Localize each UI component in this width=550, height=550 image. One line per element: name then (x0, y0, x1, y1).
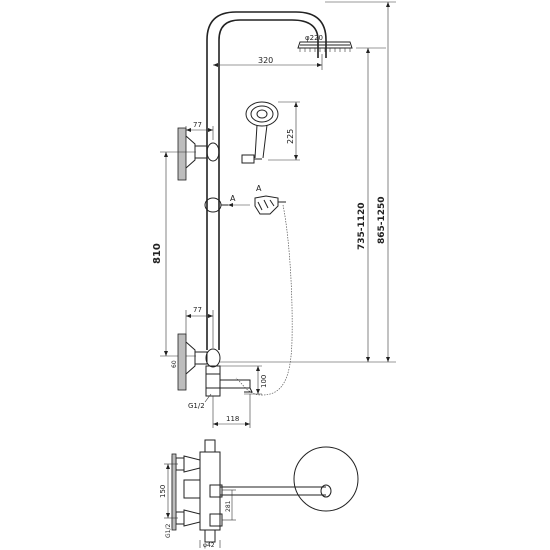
holder-detail (254, 195, 286, 215)
spout-drop-label: 100 (260, 375, 268, 388)
inlet-thread-leader (204, 393, 212, 403)
slide-bar-slider (204, 197, 250, 213)
inlet-thread-label: G1/2 (188, 402, 205, 410)
range-dimension-lines (220, 1, 396, 363)
spout-length-dimension (212, 394, 251, 428)
bracket-spacing-label: 810 (152, 243, 163, 264)
pipe-diameter-label: φ42 (203, 542, 215, 549)
shower-hose (235, 204, 293, 396)
plan-depth-dimension (222, 489, 236, 521)
upper-wall-offset-dimension (185, 126, 214, 140)
arrow-a-label: A (230, 194, 236, 203)
wall-depth-label: 60 (171, 360, 178, 368)
plan-depth-label: 281 (225, 500, 232, 512)
plan-view-mixer (171, 439, 359, 543)
hand-shower (241, 101, 279, 164)
arm-reach-dimension (213, 54, 323, 70)
adjust-range-label: 735-1120 (357, 202, 367, 250)
lower-wall-mount (177, 333, 253, 397)
head-diameter-label: φ220 (305, 34, 323, 42)
plan-side-label: 150 (159, 485, 167, 498)
arm-reach-label: 320 (258, 56, 273, 65)
lower-wall-offset-label: 77 (193, 306, 202, 314)
lower-wall-offset-dimension (185, 310, 214, 348)
bracket-spacing-dimension (160, 151, 196, 357)
handshower-height-dimension (268, 101, 300, 161)
handshower-height-label: 225 (286, 129, 295, 144)
plan-side-dimension (164, 463, 178, 519)
spout-drop-dimension (220, 365, 262, 395)
spout-length-label: 118 (226, 415, 239, 423)
upper-wall-offset-label: 77 (193, 121, 202, 129)
pipe-diameter-dimension (199, 540, 221, 548)
rain-shower-head (297, 41, 353, 52)
total-range-label: 865-1250 (377, 196, 387, 244)
holder-detail-label: A (256, 184, 262, 193)
plan-thread-label: G1/2 (165, 524, 172, 538)
riser-pipe (206, 11, 327, 350)
